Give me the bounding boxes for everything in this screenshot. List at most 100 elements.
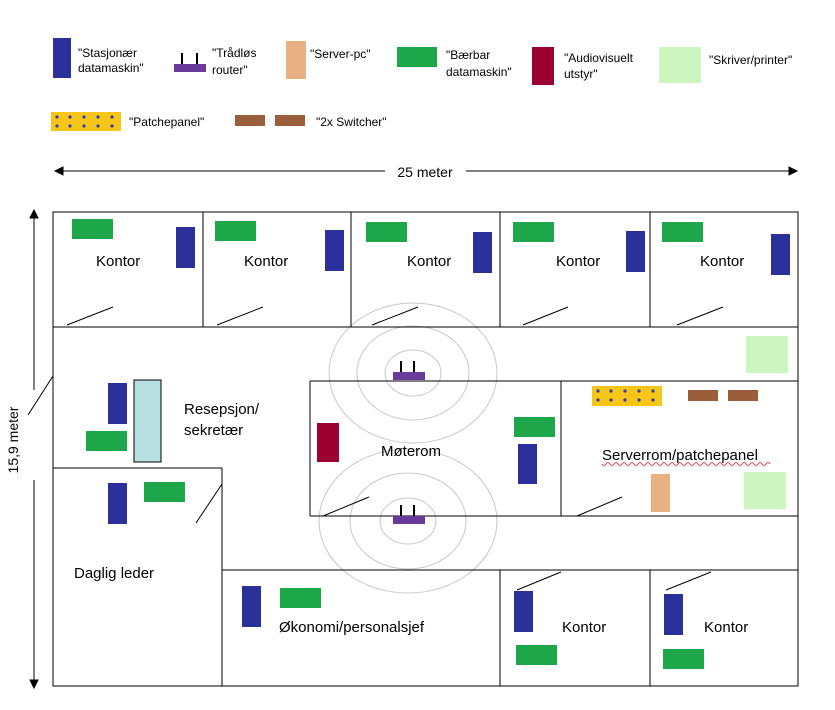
room-kontor-bottom-1: Kontor <box>514 591 606 665</box>
patch-panel-icon <box>51 112 121 131</box>
room-label: Kontor <box>700 253 744 270</box>
legend-label-stasjonaer-2: datamaskin" <box>78 61 144 75</box>
legend-item-skriver: "Skriver/printer" <box>659 47 792 83</box>
desktop-icon <box>176 227 195 268</box>
room-label: Kontor <box>407 253 451 270</box>
room-daglig-leder: Daglig leder <box>74 482 185 582</box>
room-kontor-top-1: Kontor <box>72 219 195 270</box>
room-kontor-top-3: Kontor <box>366 222 492 273</box>
legend-item-baerbar: "Bærbar datamaskin" <box>397 47 512 79</box>
laptop-icon <box>215 221 256 241</box>
desktop-icon <box>242 586 261 627</box>
width-dimension <box>53 166 799 176</box>
legend-label-switcher: "2x Switcher" <box>316 115 387 129</box>
room-label-line1: Resepsjon/ <box>184 401 260 418</box>
height-dimension <box>29 208 39 690</box>
router-icon <box>174 64 206 72</box>
laptop-icon <box>144 482 185 502</box>
walls <box>52 211 799 687</box>
room-label: Serverrom/patchepanel <box>602 447 758 464</box>
switch-icon <box>275 115 305 126</box>
room-label: Daglig leder <box>74 565 154 582</box>
desktop-icon <box>325 230 344 271</box>
switch-icon <box>235 115 265 126</box>
laptop-icon <box>397 47 437 67</box>
spellcheck-underline <box>601 462 771 466</box>
laptop-icon <box>280 588 321 608</box>
laptop-icon <box>366 222 407 242</box>
desktop-icon <box>664 594 683 635</box>
room-kontor-top-5: Kontor <box>662 222 790 275</box>
room-label: Kontor <box>704 619 748 636</box>
router-antenna-icon <box>181 53 183 64</box>
width-dimension-label: 25 meter <box>397 164 453 180</box>
room-resepsjon: Resepsjon/ sekretær <box>86 379 260 463</box>
wifi-coverage-lower <box>318 448 498 594</box>
server-icon <box>286 41 306 79</box>
room-serverrom: Serverrom/patchepanel <box>592 386 786 512</box>
desktop-icon <box>626 231 645 272</box>
printer-icon <box>659 47 701 83</box>
legend-label-stasjonaer-1: "Stasjonær <box>78 46 137 60</box>
server-icon <box>651 474 670 512</box>
patch-panel-ports <box>596 389 655 402</box>
laptop-icon <box>662 222 703 242</box>
arrow-up-icon <box>29 208 39 219</box>
legend: "Stasjonær datamaskin" "Trådløs router" … <box>51 38 792 131</box>
router-antenna-icon <box>196 53 198 64</box>
laptop-icon <box>513 222 554 242</box>
patch-panel-ports <box>55 115 114 128</box>
router-icon <box>393 516 425 524</box>
router-lower <box>393 505 425 524</box>
room-moterom: Møterom <box>317 417 555 484</box>
legend-label-patchepanel: "Patchepanel" <box>129 115 204 129</box>
legend-label-baerbar-1: "Bærbar <box>446 48 490 62</box>
router-antenna-icon <box>413 505 415 516</box>
printer-icon <box>744 472 786 509</box>
printer-icon <box>746 336 788 373</box>
router-antenna-icon <box>413 361 415 372</box>
legend-label-audio-1: "Audiovisuelt <box>564 51 634 65</box>
room-label: Kontor <box>556 253 600 270</box>
legend-item-audio: "Audiovisuelt utstyr" <box>532 47 634 85</box>
legend-label-router-2: router" <box>212 63 248 77</box>
desktop-icon <box>771 234 790 275</box>
laptop-icon <box>86 431 127 451</box>
laptop-icon <box>514 417 555 437</box>
desktop-icon <box>53 38 71 78</box>
room-okonomi: Økonomi/personalsjef <box>242 586 425 636</box>
legend-item-router: "Trådløs router" <box>174 46 256 77</box>
desktop-icon <box>108 483 127 524</box>
legend-item-server: "Server-pc" <box>286 41 371 79</box>
desktop-icon <box>473 232 492 273</box>
legend-label-baerbar-2: datamaskin" <box>446 65 512 79</box>
arrow-down-icon <box>29 679 39 690</box>
legend-label-server: "Server-pc" <box>310 47 371 61</box>
arrow-right-icon <box>788 166 799 176</box>
desktop-icon <box>108 383 127 424</box>
reception-desk <box>133 379 162 463</box>
door-openings <box>27 306 724 591</box>
legend-label-router-1: "Trådløs <box>212 46 256 60</box>
switch-icon <box>728 390 758 401</box>
router-upper <box>393 361 425 380</box>
router-icon <box>393 372 425 380</box>
legend-item-patchepanel: "Patchepanel" <box>51 112 204 131</box>
laptop-icon <box>72 219 113 239</box>
legend-label-audio-2: utstyr" <box>564 67 598 81</box>
switch-icon <box>688 390 718 401</box>
room-label: Møterom <box>381 443 441 460</box>
room-kontor-bottom-2: Kontor <box>663 594 748 669</box>
laptop-icon <box>516 645 557 665</box>
wifi-coverage-upper <box>328 302 498 444</box>
room-label: Økonomi/personalsjef <box>279 619 425 636</box>
room-label-line2: sekretær <box>184 422 243 439</box>
height-dimension-label: 15,9 meter <box>5 406 21 473</box>
arrow-left-icon <box>53 166 64 176</box>
room-label: Kontor <box>244 253 288 270</box>
legend-item-stasjonaer: "Stasjonær datamaskin" <box>53 38 144 78</box>
room-kontor-top-2: Kontor <box>215 221 344 271</box>
room-kontor-top-4: Kontor <box>513 222 645 272</box>
router-antenna-icon <box>400 361 402 372</box>
